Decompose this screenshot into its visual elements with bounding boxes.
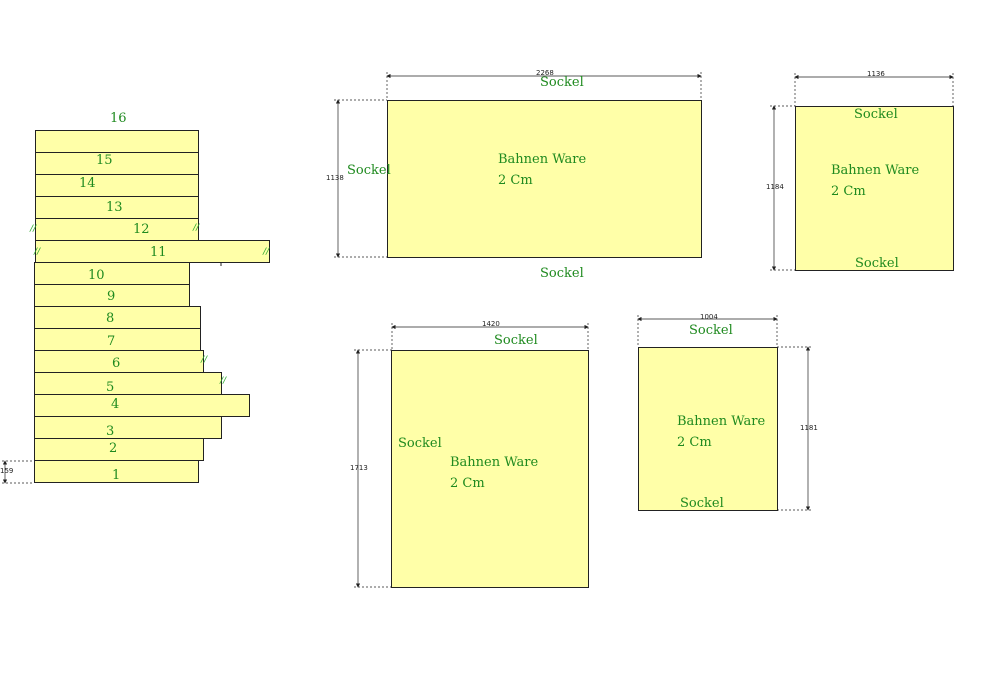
plate-b-width-dim: 1136 bbox=[867, 70, 885, 78]
joint-tick-mark: // bbox=[201, 355, 208, 365]
plate-b-top-label: Sockel bbox=[854, 107, 898, 122]
stair-step-7 bbox=[34, 328, 201, 351]
stair-number-13: 13 bbox=[106, 200, 123, 215]
plate-b-title: Bahnen Ware bbox=[831, 163, 920, 178]
stair-step-3 bbox=[34, 416, 222, 439]
stair-number-16: 16 bbox=[110, 111, 127, 126]
plate-b-height-dim: 1184 bbox=[766, 183, 784, 191]
stair-offset-dim: 159 bbox=[0, 467, 14, 475]
plate-d-bottom-label: Sockel bbox=[680, 496, 724, 511]
stair-step-14 bbox=[35, 174, 199, 197]
plate-a-thickness: 2 Cm bbox=[498, 173, 533, 188]
plate-a-title: Bahnen Ware bbox=[498, 152, 587, 167]
joint-tick-mark: // bbox=[34, 247, 41, 257]
plate-b-thickness: 2 Cm bbox=[831, 184, 866, 199]
joint-tick-mark: // bbox=[220, 376, 227, 386]
stair-number-7: 7 bbox=[107, 334, 116, 349]
plate-a-top-label: Sockel bbox=[540, 75, 584, 90]
plate-a-bottom-label: Sockel bbox=[540, 266, 584, 281]
plate-c-title: Bahnen Ware bbox=[450, 455, 539, 470]
plate-b-surface bbox=[795, 106, 954, 271]
stair-step-10 bbox=[34, 262, 190, 285]
plate-c-width-dim: 1420 bbox=[482, 320, 500, 328]
joint-tick-mark: // bbox=[30, 224, 37, 234]
stair-number-4: 4 bbox=[111, 397, 120, 412]
stair-number-10: 10 bbox=[88, 268, 105, 283]
plate-a-left-label: Sockel bbox=[347, 163, 391, 178]
plate-a-height-dim: 1138 bbox=[326, 174, 344, 182]
stair-number-11: 11 bbox=[150, 245, 167, 260]
stair-step-16 bbox=[35, 130, 199, 153]
plate-d-top-label: Sockel bbox=[689, 323, 733, 338]
plate-d-surface bbox=[638, 347, 778, 511]
plate-a-surface bbox=[387, 100, 702, 258]
stair-number-9: 9 bbox=[107, 289, 116, 304]
plate-c-thickness: 2 Cm bbox=[450, 476, 485, 491]
stair-step-15 bbox=[35, 152, 199, 175]
stair-number-5: 5 bbox=[106, 380, 115, 395]
stair-number-15: 15 bbox=[96, 153, 113, 168]
stair-step-8 bbox=[34, 306, 201, 329]
plate-d-thickness: 2 Cm bbox=[677, 435, 712, 450]
joint-tick-mark: // bbox=[263, 247, 270, 257]
plate-c-top-label: Sockel bbox=[494, 333, 538, 348]
stair-number-2: 2 bbox=[109, 441, 118, 456]
plate-d-width-dim: 1004 bbox=[700, 313, 718, 321]
plate-d-height-dim: 1181 bbox=[800, 424, 818, 432]
stair-number-14: 14 bbox=[79, 176, 96, 191]
joint-tick-mark: // bbox=[193, 223, 200, 233]
stair-step-1 bbox=[34, 460, 199, 483]
plate-a-width-dim: 2268 bbox=[536, 69, 554, 77]
stair-step-5 bbox=[34, 372, 222, 395]
stair-number-8: 8 bbox=[106, 311, 115, 326]
plate-c-surface bbox=[391, 350, 589, 588]
stair-number-12: 12 bbox=[133, 222, 150, 237]
stair-step-2 bbox=[34, 438, 204, 461]
stair-step-4 bbox=[34, 394, 250, 417]
stair-number-1: 1 bbox=[112, 468, 121, 483]
plate-c-height-dim: 1713 bbox=[350, 464, 368, 472]
plate-b-bottom-label: Sockel bbox=[855, 256, 899, 271]
plate-d-title: Bahnen Ware bbox=[677, 414, 766, 429]
stair-number-3: 3 bbox=[106, 424, 115, 439]
plate-c-left-label: Sockel bbox=[398, 436, 442, 451]
stair-number-6: 6 bbox=[112, 356, 121, 371]
stair-step-12 bbox=[35, 218, 199, 241]
